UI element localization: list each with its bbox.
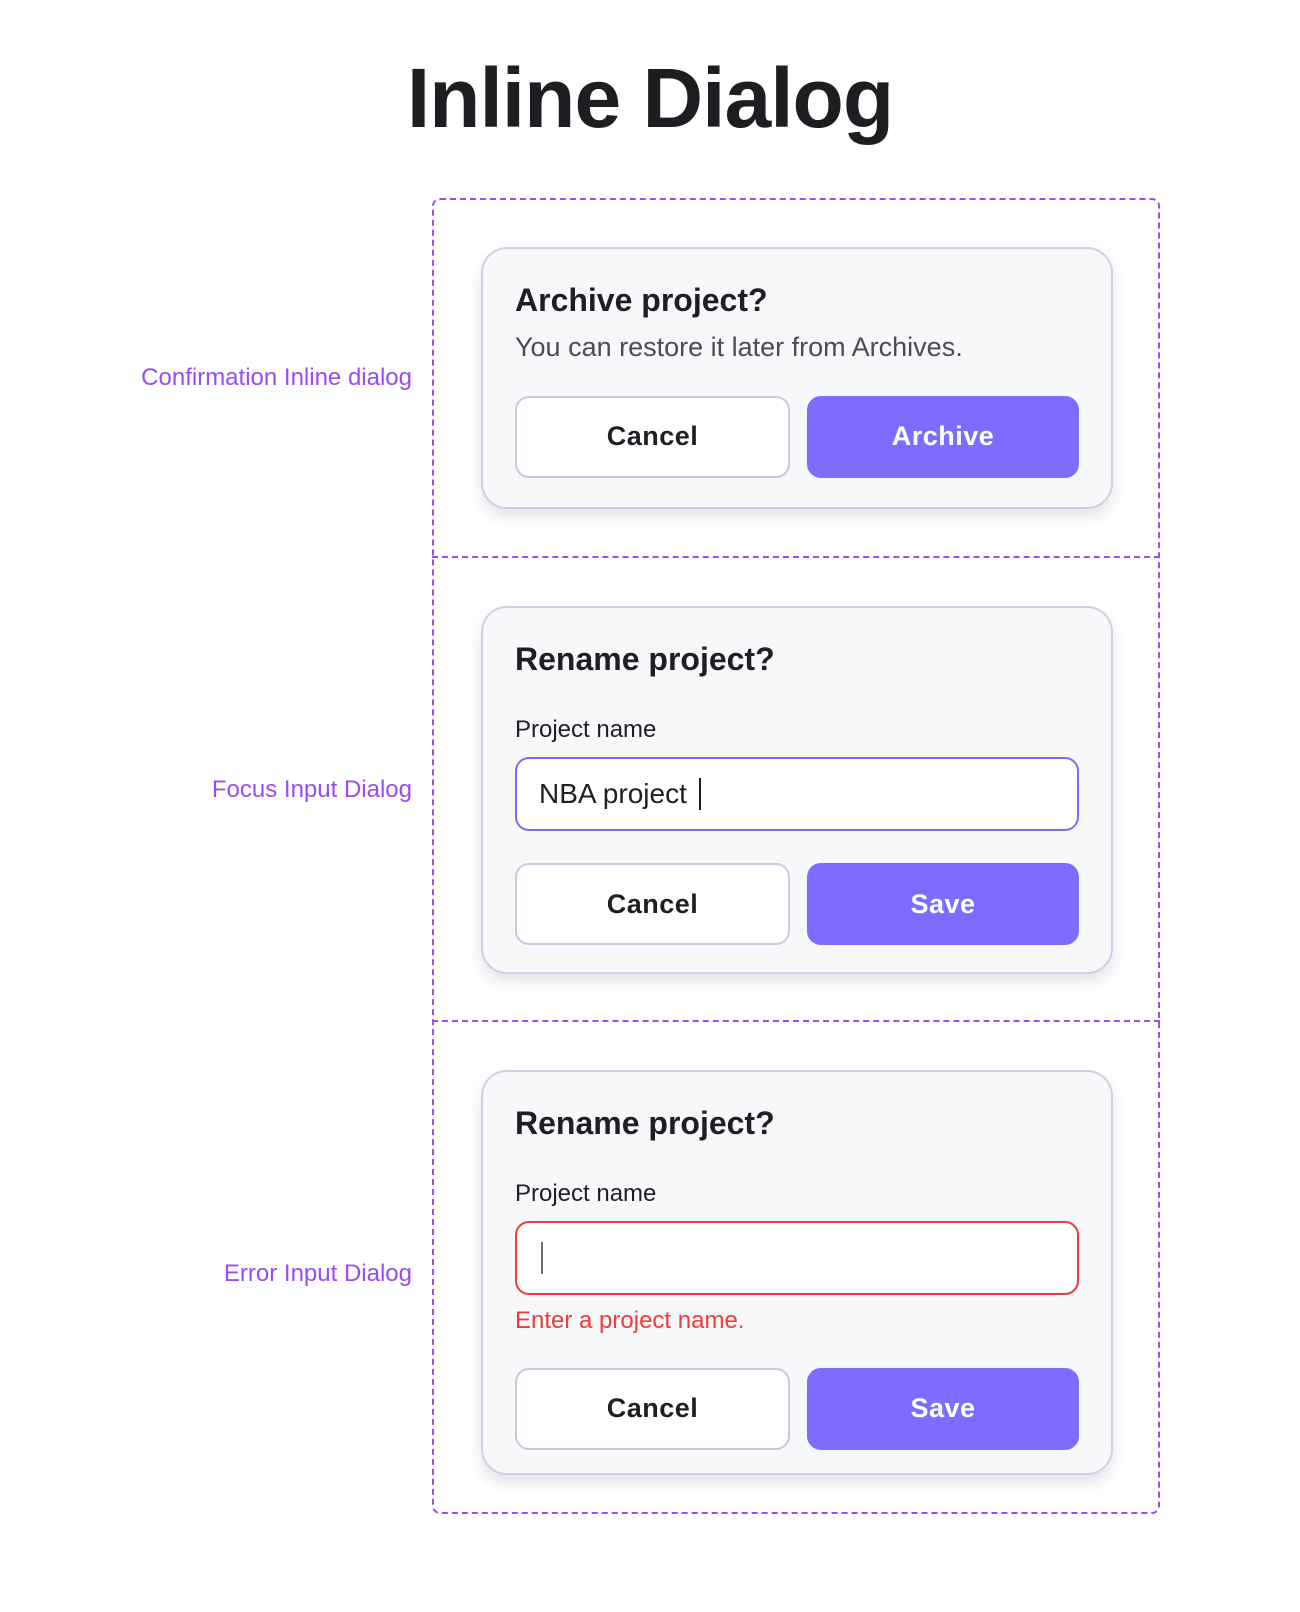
dialog-actions: Cancel Save xyxy=(515,1367,1079,1450)
error-variant-label: Error Input Dialog xyxy=(223,1260,412,1287)
confirmation-dialog: Archive project? You can restore it late… xyxy=(481,247,1113,509)
confirmation-variant-label: Confirmation Inline dialog xyxy=(141,364,412,391)
focus-variant-label: Focus Input Dialog xyxy=(211,776,412,803)
cancel-button[interactable]: Cancel xyxy=(515,1367,790,1450)
input-value: NBA project xyxy=(539,778,687,810)
focus-input-dialog: Rename project? Project name NBA project… xyxy=(481,606,1113,974)
dialog-actions: Cancel Archive xyxy=(515,395,1079,478)
project-name-input[interactable]: NBA project xyxy=(515,757,1079,832)
page-title: Inline Dialog xyxy=(406,51,894,145)
variants-frame xyxy=(432,198,1160,1514)
cancel-button[interactable]: Cancel xyxy=(515,395,790,478)
save-button[interactable]: Save xyxy=(807,863,1079,946)
dialog-title: Rename project? xyxy=(515,641,775,677)
dialog-title: Archive project? xyxy=(515,282,768,318)
error-message: Enter a project name. xyxy=(515,1307,745,1335)
project-name-label: Project name xyxy=(515,716,657,744)
project-name-input[interactable] xyxy=(515,1221,1079,1296)
archive-button[interactable]: Archive xyxy=(807,395,1079,478)
save-button[interactable]: Save xyxy=(807,1367,1079,1450)
dialog-title: Rename project? xyxy=(515,1105,775,1141)
text-caret xyxy=(698,778,701,811)
project-name-label: Project name xyxy=(515,1180,657,1208)
variant-divider-2 xyxy=(432,1020,1160,1022)
variant-divider-1 xyxy=(432,556,1160,558)
text-caret xyxy=(541,1242,543,1275)
dialog-actions: Cancel Save xyxy=(515,863,1079,946)
cancel-button[interactable]: Cancel xyxy=(515,863,790,946)
dialog-description: You can restore it later from Archives. xyxy=(515,332,963,363)
error-input-dialog: Rename project? Project name Enter a pro… xyxy=(481,1070,1113,1475)
